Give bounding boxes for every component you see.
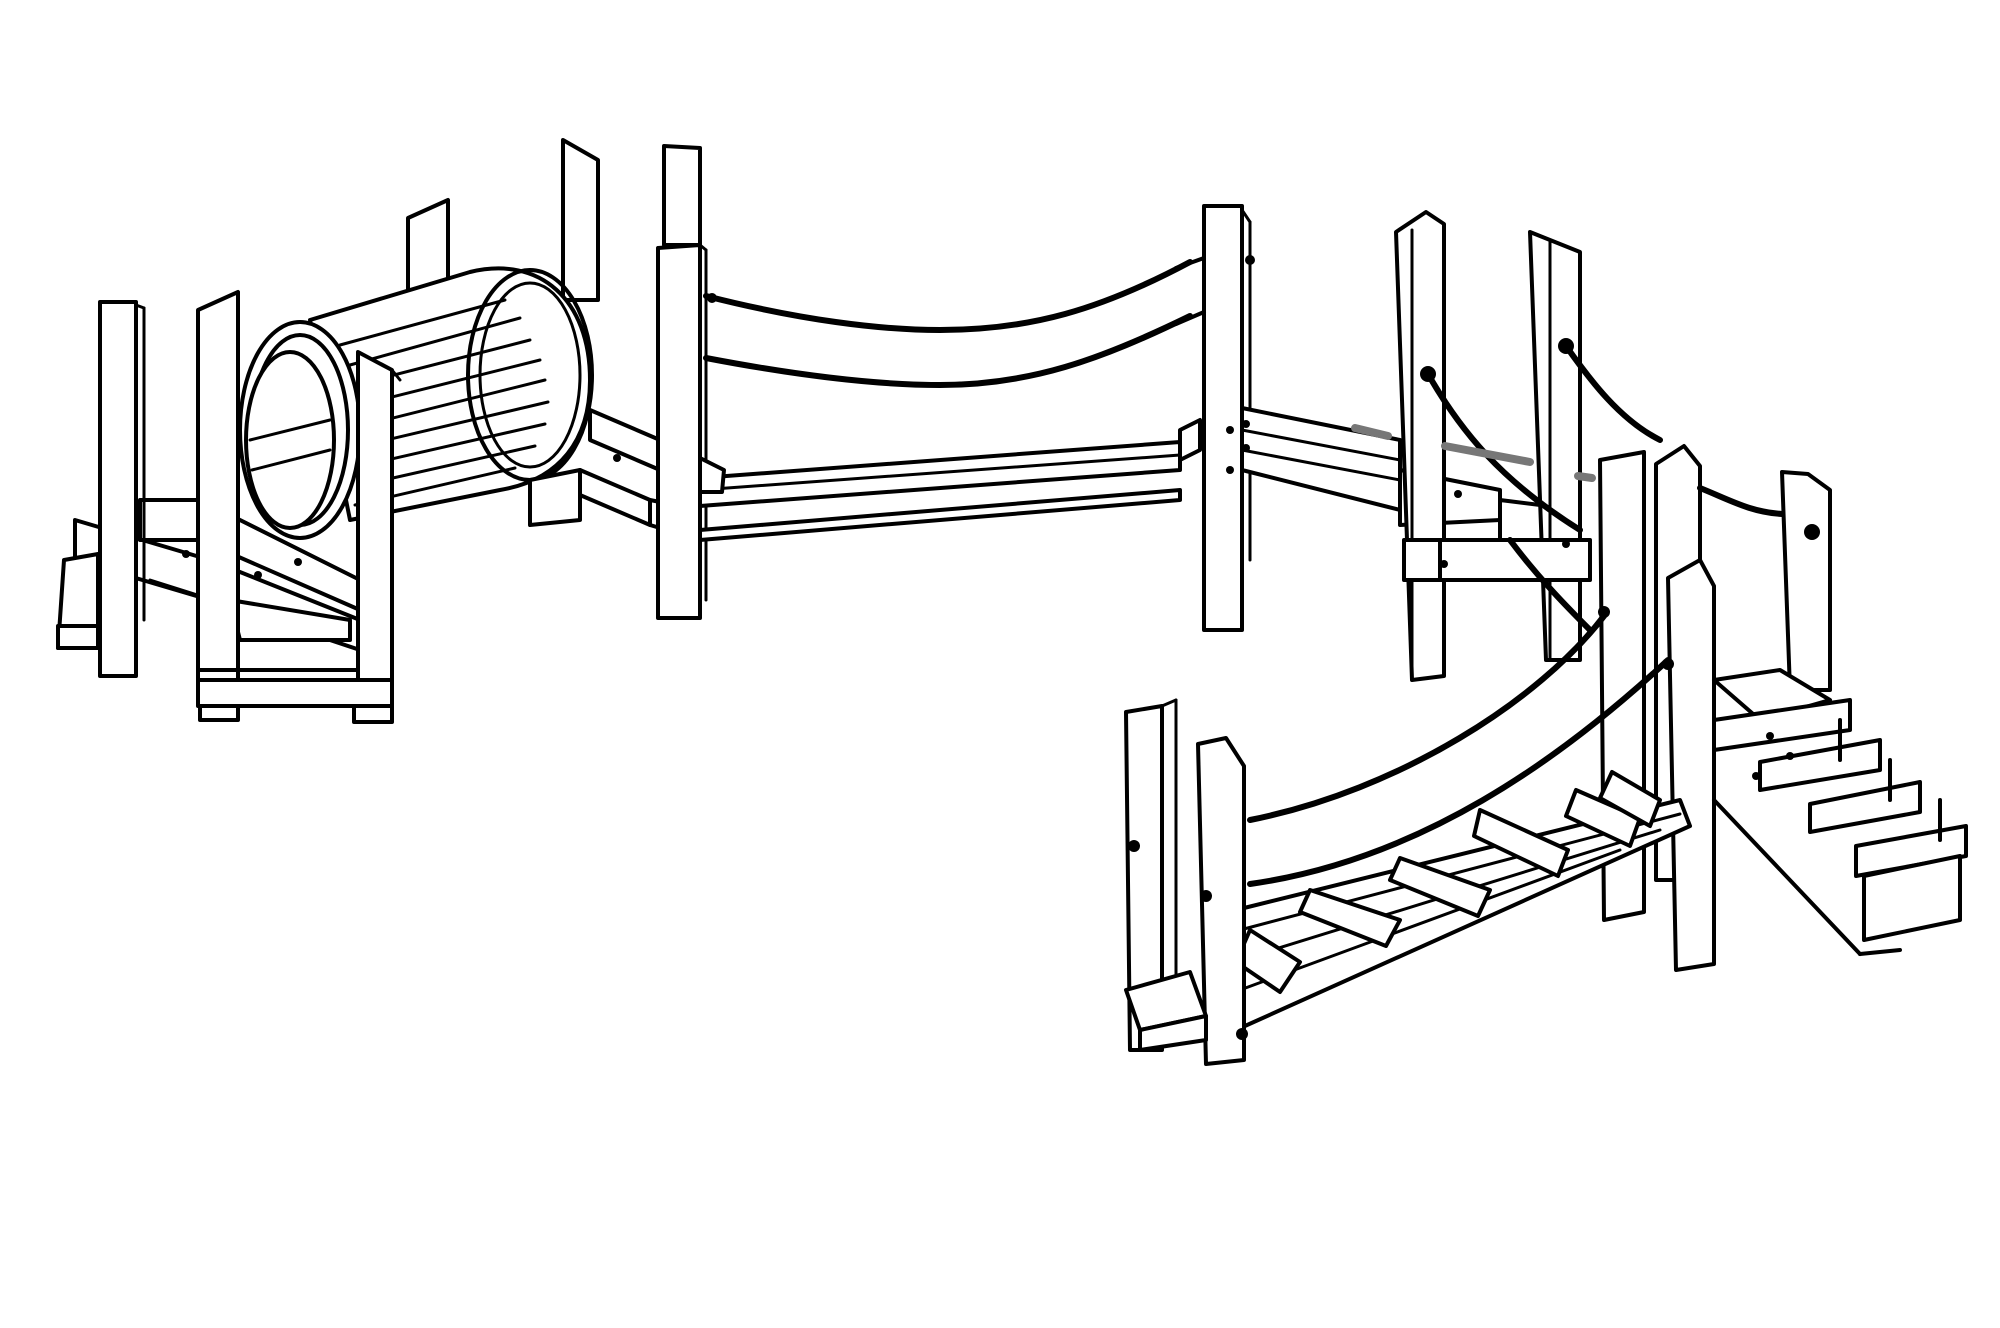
platform-post <box>1394 210 1592 682</box>
slat-bridge-module <box>1124 444 1968 1066</box>
rope-bridge-module <box>656 204 1255 632</box>
bridge-handrope <box>703 255 1255 389</box>
bridge-plank <box>698 418 1202 542</box>
bridge-end-step <box>1124 970 1208 1052</box>
grey-handle <box>1351 424 1596 482</box>
front-post <box>98 290 402 712</box>
frame-base <box>196 668 394 724</box>
bridge-post <box>656 204 1252 632</box>
front-post <box>1124 698 1248 1066</box>
bridge-slat <box>1234 770 1662 994</box>
back-post <box>406 138 702 302</box>
stairs <box>1712 668 1968 956</box>
curved-bridge-rail <box>1247 606 1674 887</box>
tunnel-module <box>56 138 702 724</box>
rope-platform-module <box>1240 210 1663 682</box>
side-step <box>56 552 100 650</box>
